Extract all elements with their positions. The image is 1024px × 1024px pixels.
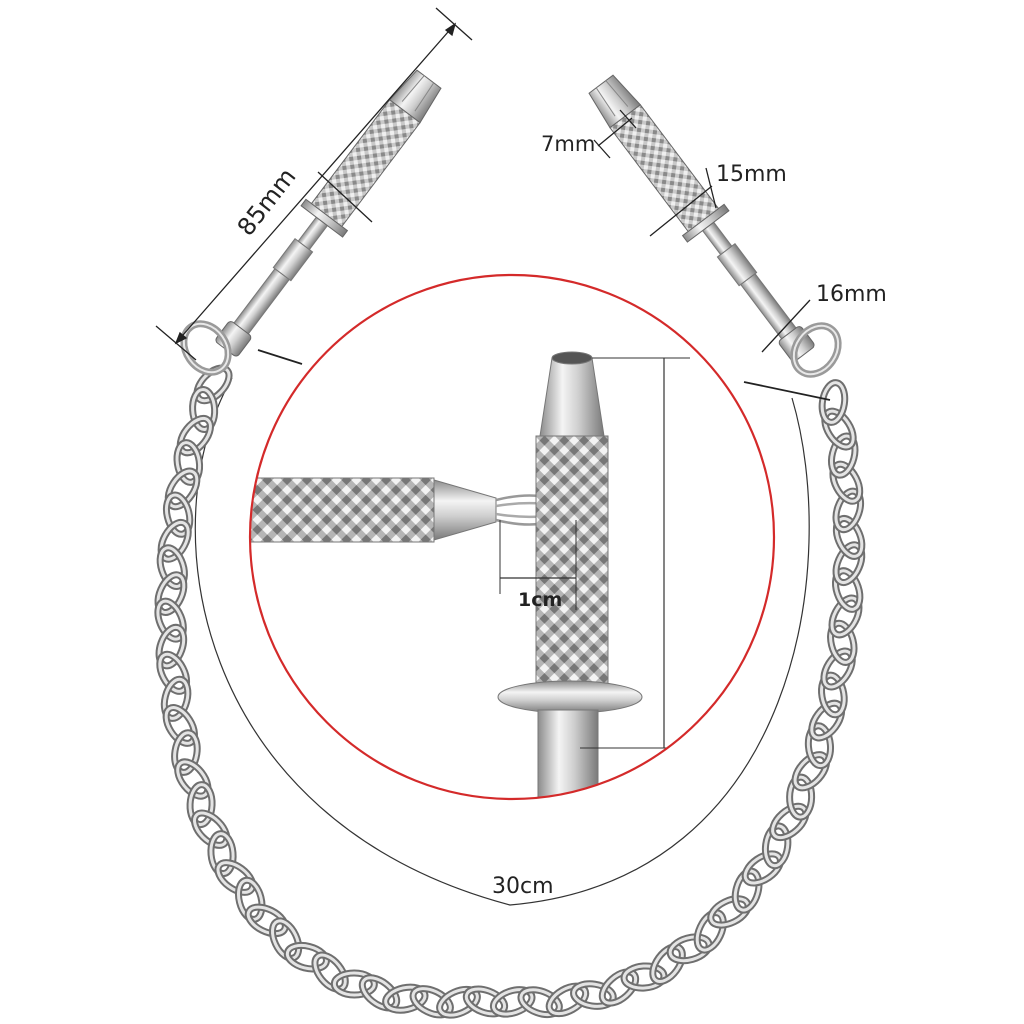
chain-link bbox=[186, 781, 216, 829]
chain-link bbox=[693, 909, 727, 954]
chain-link bbox=[832, 514, 866, 560]
chain-link bbox=[741, 850, 784, 887]
chain-link bbox=[731, 867, 763, 914]
chain-link bbox=[707, 895, 752, 929]
chain-link bbox=[154, 597, 187, 643]
chain-link bbox=[818, 379, 849, 426]
chain-link bbox=[190, 809, 231, 849]
chain-link bbox=[358, 974, 401, 1012]
chain-link bbox=[160, 675, 192, 722]
leader-line-left bbox=[257, 349, 303, 365]
chain-link bbox=[462, 985, 509, 1018]
chain-link bbox=[620, 962, 668, 992]
chain-link bbox=[162, 704, 198, 747]
chain-link bbox=[832, 487, 865, 534]
dimension-line-85mm bbox=[155, 7, 473, 361]
chain-link bbox=[827, 619, 858, 666]
chain-length-label: 30cm bbox=[492, 874, 554, 899]
grip-diameter-label: 7mm bbox=[541, 132, 596, 156]
chain-link bbox=[489, 986, 536, 1018]
chain-link bbox=[162, 491, 194, 538]
chain-link bbox=[545, 982, 590, 1018]
chain-link bbox=[761, 822, 792, 870]
claw-opening-label: 1cm bbox=[518, 589, 563, 611]
chain-link bbox=[791, 751, 830, 792]
chain-link bbox=[832, 541, 866, 587]
chain-link bbox=[155, 623, 188, 670]
chain-link bbox=[207, 830, 237, 878]
chain-link bbox=[154, 571, 188, 616]
chain-link bbox=[570, 980, 617, 1010]
left-pin-vise bbox=[215, 69, 442, 357]
chain-link bbox=[173, 439, 204, 486]
chain-link bbox=[598, 968, 640, 1007]
chain-link bbox=[820, 647, 856, 691]
ring-diameter-label: 16mm bbox=[816, 282, 887, 307]
chain-link bbox=[214, 859, 257, 896]
chain-link bbox=[769, 802, 810, 842]
dimension-line-7mm bbox=[593, 109, 637, 159]
chain-link bbox=[193, 364, 233, 405]
chain bbox=[154, 364, 866, 1019]
dimension-line-15mm bbox=[649, 167, 717, 237]
chain-link bbox=[436, 985, 481, 1019]
chain-link bbox=[311, 951, 349, 993]
detail-circle-outline bbox=[248, 273, 776, 801]
right-pin-vise bbox=[588, 74, 815, 362]
chain-link bbox=[666, 933, 713, 965]
chain-link bbox=[382, 983, 429, 1014]
chain-length-guide bbox=[194, 377, 810, 906]
chain-link bbox=[164, 467, 201, 511]
detail-inset bbox=[248, 273, 776, 801]
chain-link bbox=[821, 407, 857, 451]
chain-link bbox=[808, 699, 846, 742]
chain-link bbox=[831, 567, 864, 613]
chain-link bbox=[827, 432, 859, 479]
chain-link bbox=[156, 544, 188, 590]
chain-link bbox=[818, 671, 848, 719]
chain-link bbox=[409, 985, 454, 1019]
leader-line-right bbox=[743, 381, 831, 401]
chain-link bbox=[157, 518, 192, 563]
chain-link bbox=[283, 941, 330, 973]
chain-link bbox=[330, 969, 378, 999]
chain-link bbox=[235, 876, 266, 923]
chain-link bbox=[828, 594, 863, 639]
dimension-line-16mm bbox=[761, 299, 811, 353]
chain-link bbox=[786, 773, 816, 821]
chain-link bbox=[517, 986, 563, 1019]
flange-diameter-label: 15mm bbox=[716, 162, 787, 187]
chain-link bbox=[268, 917, 303, 962]
chain-link bbox=[156, 650, 191, 695]
chain-link bbox=[176, 414, 214, 457]
chain-link bbox=[829, 460, 864, 505]
chain-link bbox=[804, 722, 835, 770]
chain-link bbox=[189, 386, 219, 434]
chain-link bbox=[649, 943, 686, 985]
chain-link bbox=[174, 758, 212, 800]
chain-link bbox=[244, 903, 289, 938]
